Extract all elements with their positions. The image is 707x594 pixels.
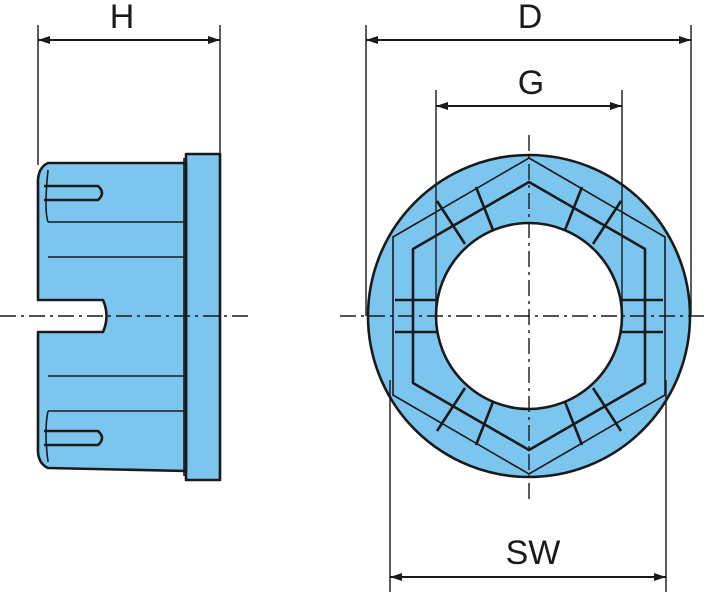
front-view-slots <box>395 186 663 446</box>
dimension-g: G <box>435 64 623 316</box>
side-view-chamfer-line <box>45 169 49 223</box>
side-view-slot-top <box>44 184 104 202</box>
side-view-slot-bottom <box>44 429 104 447</box>
dimension-h: H <box>37 0 221 165</box>
side-view <box>36 152 222 482</box>
dimension-d: D <box>365 0 692 316</box>
side-view-chamfer-line <box>45 410 49 463</box>
dimension-g-label: G <box>518 64 544 102</box>
dimension-sw: SW <box>389 380 667 592</box>
side-view-flange <box>184 152 222 482</box>
side-view-body <box>36 161 188 473</box>
dimension-d-label: D <box>518 0 543 36</box>
dimension-sw-label: SW <box>506 534 561 572</box>
front-view-hexagon <box>392 157 666 475</box>
front-view-inner-hexagon <box>411 180 647 452</box>
dimension-h-label: H <box>110 0 135 36</box>
